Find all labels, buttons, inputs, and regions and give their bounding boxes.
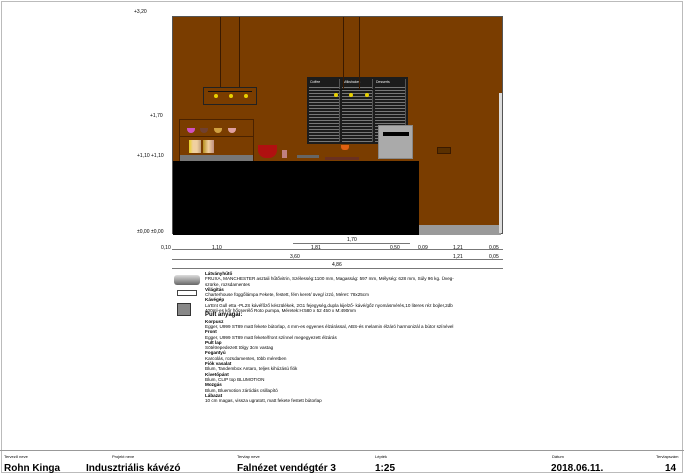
- bulb-icon: [349, 93, 353, 97]
- tray: [297, 155, 319, 158]
- wall-elevation: Coffee Milkshakes Desserts: [172, 16, 503, 235]
- designer-label: Tervező neve: [4, 454, 28, 459]
- menu-heading: Milkshakes: [342, 79, 372, 85]
- bulb-icon: [214, 94, 218, 98]
- cake: [341, 145, 349, 150]
- level-marker-0: ±0,00: [137, 229, 150, 235]
- menu-heading: Desserts: [375, 79, 405, 85]
- menu-board: Coffee Milkshakes Desserts: [307, 77, 408, 144]
- red-bowl: [258, 145, 277, 158]
- door-edge: [499, 93, 502, 233]
- level-marker-110b: +1,10: [151, 153, 164, 159]
- board: [325, 157, 359, 160]
- lamp-thumbnail: [177, 290, 197, 296]
- project-name: Indusztriális kávézó: [86, 463, 181, 474]
- legend-section-title: Pult anyagai:: [205, 312, 243, 319]
- dimension-label: 3,60: [290, 254, 300, 260]
- lamp-wire: [220, 17, 221, 87]
- coffee-machine-thumbnail: [177, 303, 191, 316]
- level-marker-170: +1,70: [150, 113, 163, 119]
- scale-value: 1:25: [375, 463, 396, 474]
- dimension-top: 1,70: [347, 237, 357, 243]
- level-marker-top: +3,20: [134, 9, 147, 15]
- dimension-label: 1,10: [212, 245, 222, 251]
- lamp-wire: [343, 17, 344, 89]
- cup: [282, 150, 287, 158]
- sheet-number-label: Tervlapszám: [656, 454, 679, 459]
- dimension-total: 4,86: [332, 262, 342, 268]
- designer-name: Rohn Kinga: [4, 463, 61, 474]
- bulb-icon: [229, 94, 233, 98]
- dimension-label: 1,21: [453, 254, 463, 260]
- dimension-label: 0,05: [489, 245, 499, 251]
- dimension-line: [172, 259, 503, 260]
- lamp-wire: [359, 17, 360, 89]
- menu-heading: Coffee: [309, 79, 339, 85]
- pendant-lamp: [203, 87, 257, 105]
- dimension-label: 0,50: [390, 245, 400, 251]
- date-label: Dátum: [552, 454, 564, 459]
- title-block: Tervező neve Rohn Kinga Projekt neve Ind…: [0, 450, 684, 474]
- bulb-icon: [334, 93, 338, 97]
- project-label: Projekt neve: [112, 454, 135, 459]
- dimension-label: 1,81: [311, 245, 321, 251]
- dimension-line: [293, 243, 410, 244]
- counter: [173, 161, 419, 235]
- date-value: 2018.06.11.: [551, 463, 604, 474]
- scale-label: Lépték: [375, 454, 388, 459]
- display-fridge-thumbnail: [174, 275, 200, 285]
- sheet-name: Falnézet vendégtér 3: [237, 463, 336, 474]
- sheet-label: Tervlap neve: [237, 454, 260, 459]
- dimension-label: 0,09: [418, 245, 428, 251]
- dimension-line: [172, 249, 503, 250]
- bulb-icon: [365, 93, 369, 97]
- lamp-wire: [239, 17, 240, 87]
- dimension-label: 1,21: [453, 245, 463, 251]
- display-case: [179, 119, 254, 161]
- dimension-label: 0,05: [489, 254, 499, 260]
- level-marker-110: +1,10: [137, 153, 150, 159]
- bulb-icon: [244, 94, 248, 98]
- wall-socket: [437, 147, 451, 154]
- espresso-machine: [378, 125, 413, 159]
- sheet-number: 14: [665, 463, 677, 474]
- floor-strip: [419, 225, 501, 235]
- dimension-label: 0,10: [161, 245, 171, 251]
- dimension-line: [172, 268, 503, 269]
- level-marker-0b: ±0,00: [151, 229, 164, 235]
